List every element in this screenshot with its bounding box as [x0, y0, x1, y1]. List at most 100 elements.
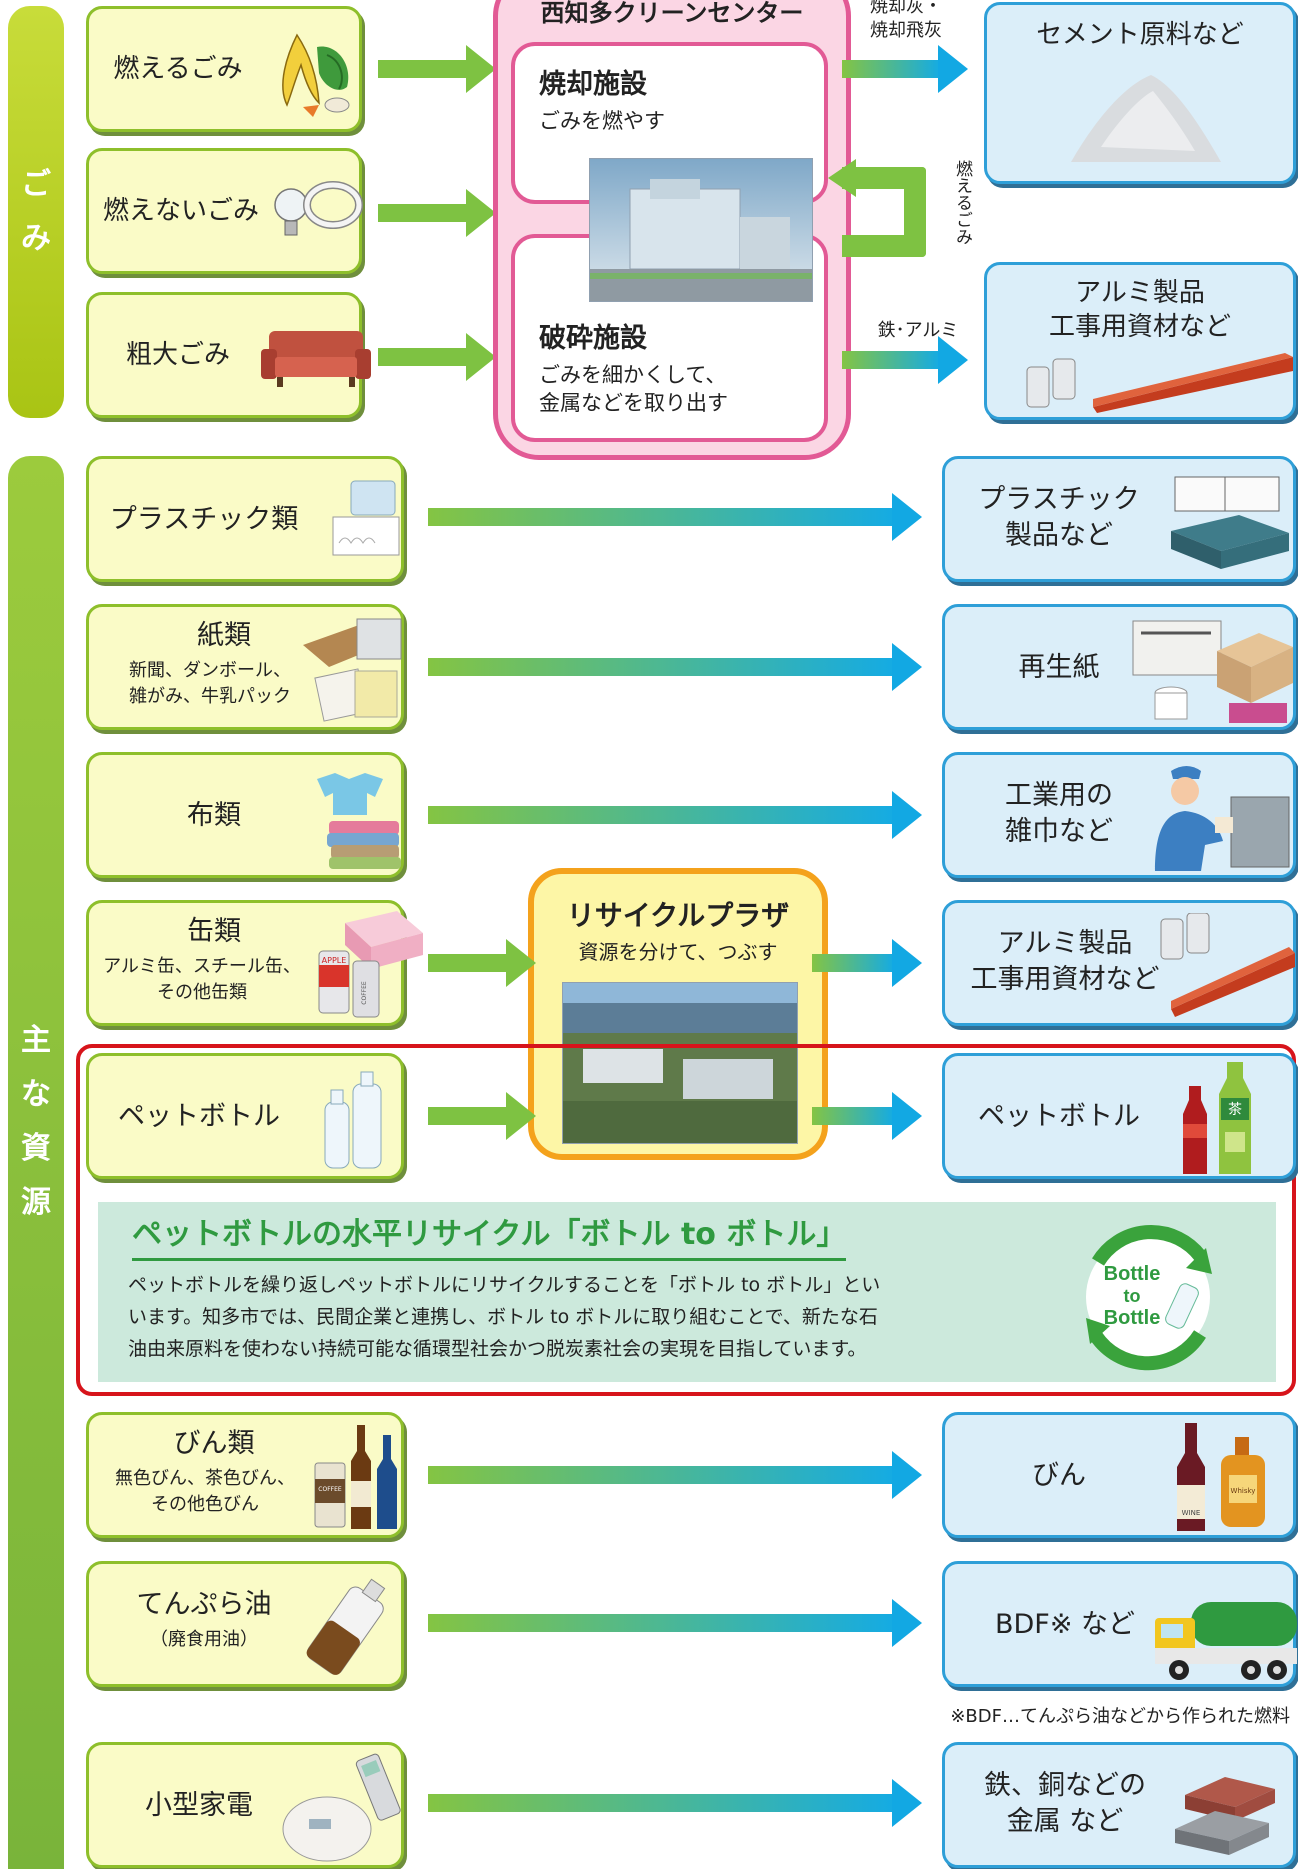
ash-pile-icon — [1071, 75, 1221, 162]
cans-label: 缶類 — [187, 916, 241, 947]
pet-bottles-label: ペットボトル — [118, 1101, 280, 1132]
bottle-to-bottle-body-2: います。知多市では、民間企業と連携し、ボトル to ボトルに取り組むことで、新た… — [128, 1306, 878, 1328]
glass-bottles-sub-1: 無色びん、茶色びん、 — [115, 1468, 295, 1489]
rice-cooker-remote-icon — [282, 1753, 401, 1862]
small-appliances-label: 小型家電 — [145, 1790, 253, 1821]
recycle-plaza-photo — [562, 982, 798, 1144]
plastic-containers-icon — [332, 480, 400, 556]
plastic-tray-pallet-icon — [1171, 476, 1289, 569]
resource-aluminum-line-1: アルミ製品 — [997, 928, 1133, 959]
resource-sidebar-char-1: 主 — [21, 1022, 51, 1058]
resource-sidebar-char-2: な — [21, 1076, 51, 1112]
cans-sub-1: アルミ缶、スチール缶、 — [103, 956, 301, 977]
plastics-label: プラスチック類 — [109, 504, 299, 535]
bottle-to-bottle-body-3: 油由来原料を使わない持続可能な循環型社会かつ脱炭素社会の実現を目指しています。 — [128, 1338, 867, 1360]
gomi-aluminum-products-box: アルミ製品 工事用資材など — [984, 262, 1296, 420]
resource-sidebar: 主 な 資 源 — [8, 456, 64, 1869]
cans-sub-2: その他缶類 — [157, 982, 247, 1003]
bulky-waste-box: 粗大ごみ — [86, 292, 371, 418]
banana-peel-vegetables-icon — [282, 33, 350, 117]
pet-bottle-highlight-frame — [76, 1044, 1296, 1396]
glass-output-label: びん — [1032, 1460, 1086, 1491]
resource-aluminum-line-2: 工事用資材など — [970, 964, 1160, 995]
pet-bottles-output-box: ペットボトル 茶 — [942, 1053, 1296, 1179]
crushing-facility-title: 破砕施設 — [539, 323, 647, 354]
glass-bottles-sub-2: その他色びん — [151, 1494, 259, 1515]
industrial-rags-line-2: 雑巾など — [1005, 816, 1113, 847]
non-burnable-waste-label: 燃えないごみ — [102, 196, 259, 226]
resource-sidebar-char-3: 資 — [21, 1130, 51, 1166]
arrow-small-appliances — [428, 1779, 922, 1827]
burnable-waste-label: 燃えるごみ — [113, 54, 243, 84]
coffee-can-text: COFFEE — [361, 981, 368, 1005]
ash-label-line-2: 焼却飛灰 — [870, 20, 942, 41]
apple-can-text: APPLE — [322, 956, 347, 965]
plastic-products-line-2: 製品など — [1005, 520, 1113, 551]
recycled-paper-label: 再生紙 — [1018, 652, 1100, 683]
recycled-paper-box: 再生紙 — [942, 604, 1296, 730]
arrow-plaza-to-pet-output — [812, 1092, 922, 1140]
oil-bottle-icon — [306, 1578, 386, 1675]
b2b-logo-line-1: Bottle — [1104, 1263, 1161, 1285]
cloth-box: 布類 — [86, 752, 404, 878]
crushing-facility-desc-2: 金属などを取り出す — [539, 391, 728, 415]
arrow-cooking-oil — [428, 1599, 922, 1647]
fuel-truck-icon — [1155, 1602, 1297, 1680]
ash-label-line-1: 焼却灰・ — [870, 0, 942, 17]
glass-bottles-label: びん類 — [173, 1428, 255, 1459]
b2b-logo-line-3: Bottle — [1104, 1307, 1161, 1329]
metals-output-box: 鉄、銅などの 金属 など — [942, 1742, 1296, 1868]
gomi-sidebar-char-1: ご — [21, 167, 51, 202]
paper-box: 紙類 新聞、ダンボール、 雑がみ、牛乳パック — [86, 604, 404, 730]
resource-aluminum-products-box: アルミ製品 工事用資材など — [942, 900, 1296, 1026]
arrow-nonburnable-to-crusher — [378, 189, 496, 237]
newspaper-box-rolls-icon — [1132, 620, 1293, 723]
arrow-plastics — [428, 493, 922, 541]
bdf-output-box: BDF※ など — [942, 1561, 1297, 1687]
cooking-oil-sub: （廃食用油） — [150, 1629, 258, 1650]
incineration-facility-box: 焼却施設 ごみを燃やす — [511, 42, 828, 204]
arrow-pet-to-plaza — [428, 1092, 536, 1140]
crushing-facility-desc-1: ごみを細かくして、 — [539, 363, 727, 387]
gomi-aluminum-products-line-1: アルミ製品 — [1075, 278, 1205, 308]
plastics-box: プラスチック類 — [86, 456, 404, 582]
cans-steel-beam-icon — [1160, 913, 1295, 1017]
glass-output-box: びん WINE Whisky — [942, 1412, 1296, 1538]
bdf-footnote: ※BDF…てんぷら油などから作られた燃料 — [950, 1706, 1290, 1727]
gomi-aluminum-products-line-2: 工事用資材など — [1048, 312, 1231, 342]
arrow-paper — [428, 643, 922, 691]
coffee-jar-text: COFFEE — [318, 1486, 342, 1493]
arrow-ash-to-cement — [842, 45, 968, 93]
gomi-sidebar-char-2: み — [21, 221, 51, 256]
cans-box: 缶類 アルミ缶、スチール缶、 その他缶類 APPLE COFFEE — [86, 900, 423, 1026]
arrow-plaza-to-cans-output — [812, 939, 922, 987]
arrow-glass-bottles — [428, 1451, 922, 1499]
worker-wiping-icon — [1155, 766, 1290, 871]
cement-material-label: セメント原料など — [1036, 20, 1244, 50]
metals-output-line-2: 金属 など — [1006, 1806, 1124, 1837]
bottle-to-bottle-body-1: ペットボトルを繰り返しペットボトルにリサイクルすることを「ボトル to ボトル」… — [128, 1274, 881, 1296]
lightbulb-icon — [274, 181, 363, 236]
bottle-to-bottle-panel — [98, 1202, 1276, 1382]
burnable-return-loop — [842, 167, 926, 257]
wine-label-text: WINE — [1182, 1509, 1201, 1517]
whisky-label-text: Whisky — [1231, 1487, 1256, 1495]
glass-bottles-box: びん類 無色びん、茶色びん、 その他色びん COFFEE — [86, 1412, 404, 1538]
paper-label: 紙類 — [197, 620, 251, 651]
pet-bottles-output-label: ペットボトル — [978, 1101, 1140, 1132]
gomi-sidebar: ご み — [8, 6, 64, 418]
burnable-return-arrowhead — [828, 159, 856, 197]
b2b-logo-line-2: to — [1124, 1286, 1141, 1306]
recycle-plaza-desc: 資源を分けて、つぶす — [578, 940, 778, 964]
cola-tea-bottles-icon: 茶 — [1183, 1062, 1251, 1174]
arrow-cloth — [428, 791, 922, 839]
metal-ingots-icon — [1175, 1777, 1275, 1855]
bdf-output-label: BDF※ など — [994, 1609, 1136, 1640]
bulky-waste-label: 粗大ごみ — [125, 340, 230, 370]
metals-output-line-1: 鉄、銅などの — [984, 1770, 1146, 1801]
glass-bottles-icon: COFFEE — [314, 1425, 397, 1529]
clean-center-title: 西知多クリーンセンター — [540, 0, 804, 27]
sofa-icon — [261, 331, 371, 387]
arrow-crusher-to-aluminum — [842, 336, 968, 384]
paper-sub-1: 新聞、ダンボール、 — [129, 660, 291, 681]
